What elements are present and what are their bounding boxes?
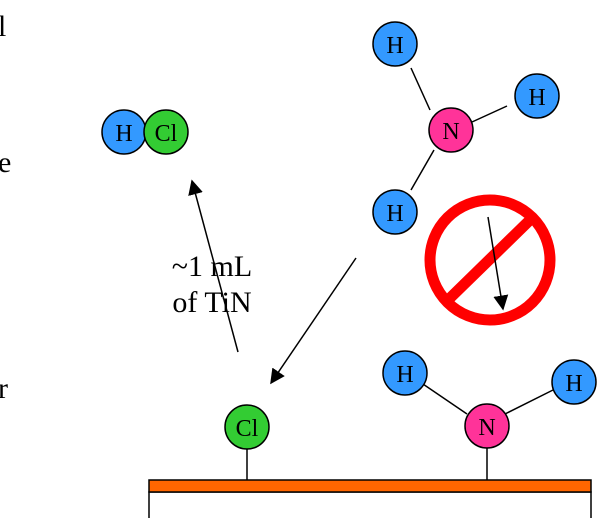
chlorine-atom-surface	[224, 404, 270, 450]
hydrogen-atom-gas-bottom	[372, 189, 418, 235]
annotation-line-1: ~1 mL	[172, 250, 252, 283]
edge-text-fragment-middle: e	[0, 146, 11, 179]
hcl-molecule: H Cl	[101, 109, 189, 155]
nitrogen-atom-surface	[464, 403, 510, 449]
tin-surface-layer	[148, 479, 592, 493]
hydrogen-atom-gas-right	[514, 73, 560, 119]
prohibited-reaction-symbol	[424, 194, 556, 326]
hydrogen-label-gas-right: H	[528, 85, 545, 111]
surface-nh2-group: N H H	[382, 350, 597, 480]
hydrogen-label-surface-left: H	[396, 362, 413, 388]
n-h-bond-right	[504, 389, 554, 415]
annotation-line-2: of TiN	[172, 286, 251, 319]
arrow-h-to-surface-cl	[270, 257, 357, 385]
nitrogen-atom-gas	[428, 107, 474, 153]
hydrogen-atom-surface-left	[382, 350, 428, 396]
chlorine-atom-hcl	[143, 109, 189, 155]
chlorine-label-hcl: Cl	[155, 121, 178, 147]
hydrogen-label-hcl: H	[115, 121, 132, 147]
nh3-bond-right	[471, 105, 508, 123]
substrate-outline	[148, 491, 592, 518]
nitrogen-label-surface: N	[478, 415, 495, 441]
blocked-arrow	[487, 216, 509, 311]
nh3-bond-bottom	[410, 149, 435, 191]
hydrogen-label-gas-bottom: H	[386, 201, 403, 227]
hydrogen-atom-surface-right	[551, 359, 597, 405]
arrow-cl-to-hcl	[188, 179, 239, 353]
n-h-bond-left	[419, 381, 468, 415]
edge-text-fragment-top: l	[0, 10, 6, 43]
surface-chlorine-atom: Cl	[224, 404, 270, 480]
ammonia-molecule: N H H H	[372, 21, 560, 235]
nitrogen-label-gas: N	[442, 119, 459, 145]
nh3-bond-top	[410, 67, 431, 111]
hydrogen-atom-gas-top	[372, 21, 418, 67]
substrate-surface	[148, 479, 592, 518]
prohibition-circle	[424, 194, 556, 326]
prohibition-slash	[444, 214, 536, 304]
chlorine-label-surface: Cl	[236, 416, 259, 442]
hydrogen-label-gas-top: H	[386, 33, 403, 59]
edge-text-fragment-bottom: r	[0, 372, 8, 405]
hydrogen-label-surface-right: H	[565, 371, 582, 397]
